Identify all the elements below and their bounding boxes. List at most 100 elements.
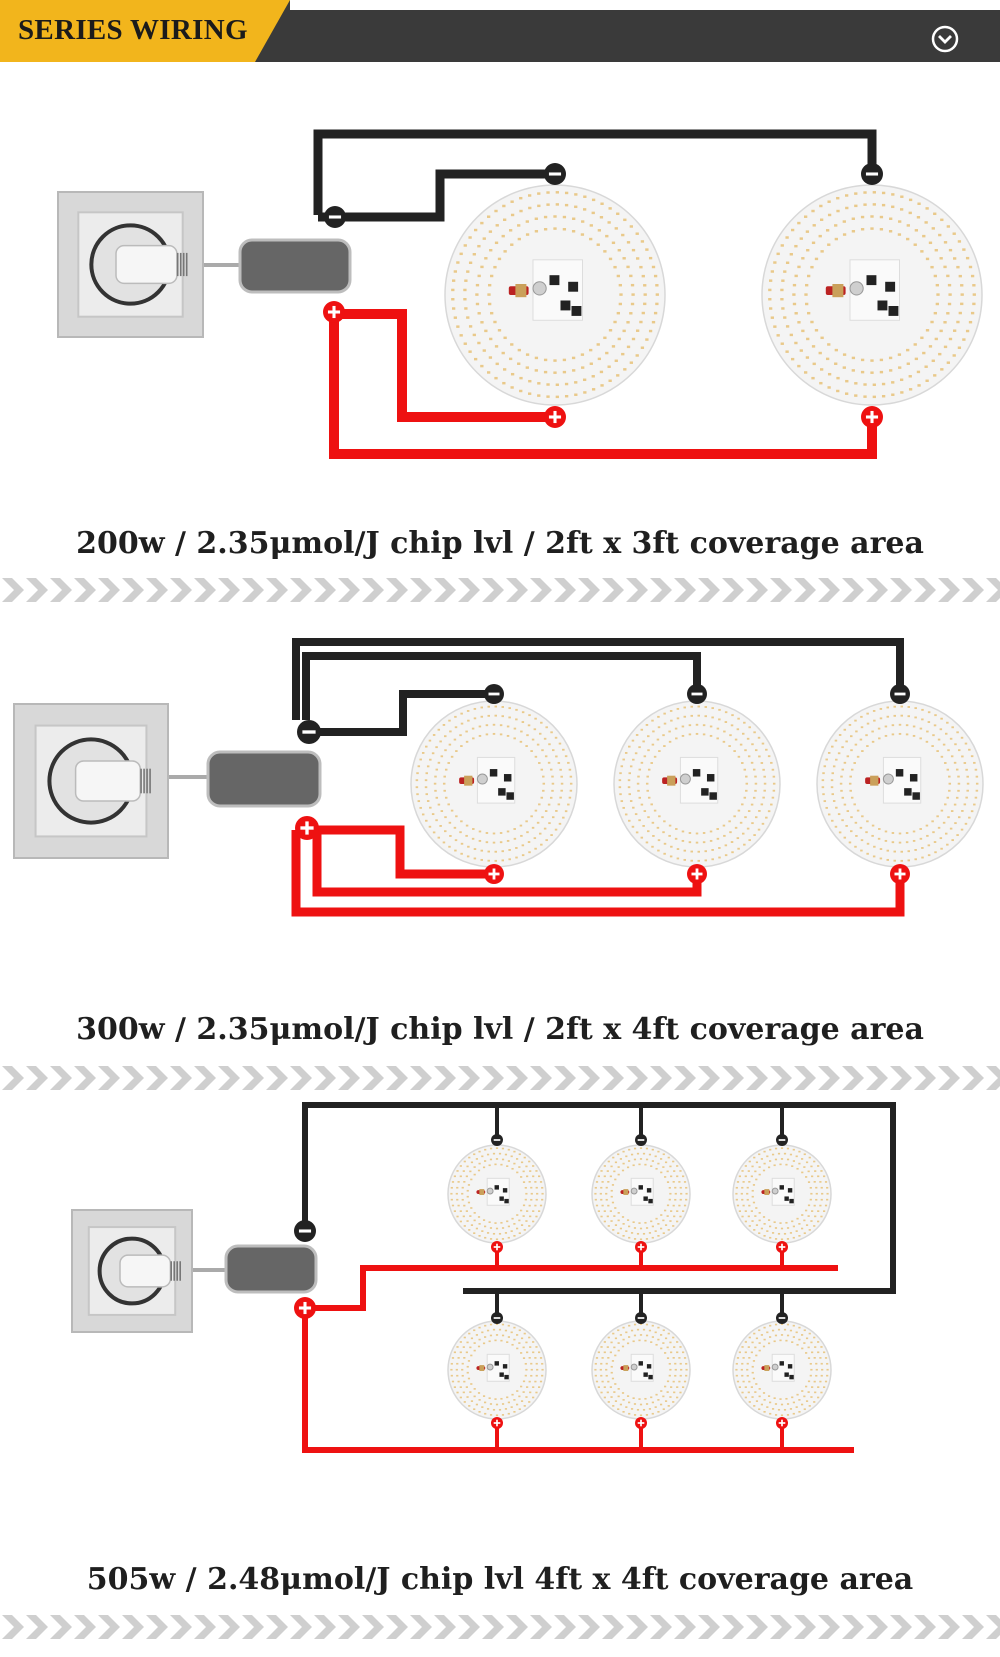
divider-chevron-icon — [122, 1615, 144, 1639]
positive-wire — [305, 1265, 838, 1311]
divider-chevron-icon — [98, 1615, 120, 1639]
divider-chevron-icon — [530, 578, 552, 602]
divider-chevron-icon — [866, 1066, 888, 1090]
divider-chevron-icon — [410, 578, 432, 602]
divider-chevron-icon — [338, 578, 360, 602]
divider-chevron-icon — [50, 1615, 72, 1639]
chevron-down-icon[interactable] — [930, 24, 960, 54]
divider-chevron-icon — [602, 578, 624, 602]
divider-chevron-icon — [554, 1066, 576, 1090]
divider-chevron-icon — [458, 1615, 480, 1639]
divider-chevron-icon — [674, 1615, 696, 1639]
negative-terminal-icon — [776, 1134, 788, 1146]
wiring-diagram-3 — [71, 1102, 896, 1453]
divider-chevron-icon — [362, 1066, 384, 1090]
negative-terminal-icon — [635, 1312, 647, 1324]
divider-chevron-icon — [146, 1066, 168, 1090]
divider-chevron-icon — [938, 578, 960, 602]
positive-terminal-icon — [295, 816, 319, 840]
divider-chevron-icon — [842, 578, 864, 602]
positive-wire — [291, 830, 905, 917]
positive-terminal-icon — [491, 1417, 503, 1429]
divider-chevron-icon — [482, 578, 504, 602]
divider-chevron-icon — [410, 1066, 432, 1090]
divider-chevron-icon — [26, 1615, 48, 1639]
divider-chevron-icon — [578, 1066, 600, 1090]
divider-chevron-icon — [26, 1066, 48, 1090]
divider-chevron-icon — [770, 1615, 792, 1639]
divider-chevron-icon — [74, 578, 96, 602]
divider-chevron-icon — [578, 1615, 600, 1639]
divider-chevron-icon — [722, 1066, 744, 1090]
divider-chevron-icon — [386, 1066, 408, 1090]
positive-wire — [317, 825, 494, 879]
wall-outlet-icon — [57, 191, 204, 338]
divider-chevron-icon — [194, 1615, 216, 1639]
led-driver — [238, 238, 352, 294]
divider-chevron-icon — [890, 578, 912, 602]
divider-chevron-icon — [434, 578, 456, 602]
divider-chevron-icon — [434, 1615, 456, 1639]
divider-chevron-icon — [266, 578, 288, 602]
positive-terminal-icon — [544, 406, 566, 428]
divider-chevron-icon — [50, 1066, 72, 1090]
divider-chevron-icon — [338, 1066, 360, 1090]
divider-chevron-icon — [842, 1615, 864, 1639]
negative-terminal-icon — [890, 684, 910, 704]
divider-chevron-icon — [770, 1066, 792, 1090]
arrow-divider-3 — [2, 1615, 1000, 1639]
divider-chevron-icon — [146, 578, 168, 602]
divider-chevron-icon — [362, 1615, 384, 1639]
led-board — [761, 184, 983, 406]
negative-wire — [318, 169, 555, 222]
divider-chevron-icon — [506, 1066, 528, 1090]
header-title: SERIES WIRING — [18, 14, 248, 46]
divider-chevron-icon — [698, 1066, 720, 1090]
section-caption-3: 505w / 2.48μmol/J chip lvl 4ft x 4ft cov… — [86, 1562, 914, 1597]
divider-chevron-icon — [602, 1066, 624, 1090]
negative-terminal-icon — [324, 206, 346, 228]
negative-terminal-icon — [544, 163, 566, 185]
diagram-section-2: 300w / 2.35μmol/J chip lvl / 2ft x 4ft c… — [0, 612, 1000, 1072]
led-board — [447, 1144, 547, 1244]
divider-chevron-icon — [938, 1615, 960, 1639]
divider-chevron-icon — [122, 1066, 144, 1090]
negative-terminal-icon — [776, 1312, 788, 1324]
divider-chevron-icon — [98, 578, 120, 602]
divider-chevron-icon — [2, 1066, 24, 1090]
negative-terminal-icon — [491, 1134, 503, 1146]
positive-terminal-icon — [484, 864, 504, 884]
led-board — [410, 700, 578, 868]
divider-chevron-icon — [698, 578, 720, 602]
divider-chevron-icon — [290, 1615, 312, 1639]
positive-terminal-icon — [776, 1417, 788, 1429]
divider-chevron-icon — [626, 578, 648, 602]
divider-chevron-icon — [746, 578, 768, 602]
divider-chevron-icon — [170, 578, 192, 602]
positive-terminal-icon — [776, 1241, 788, 1253]
divider-chevron-icon — [674, 578, 696, 602]
divider-chevron-icon — [170, 1615, 192, 1639]
divider-chevron-icon — [170, 1066, 192, 1090]
divider-chevron-icon — [362, 578, 384, 602]
divider-chevron-icon — [530, 1066, 552, 1090]
header-top-strip — [290, 0, 1000, 10]
positive-wire — [302, 1310, 854, 1453]
divider-chevron-icon — [746, 1066, 768, 1090]
divider-chevron-icon — [2, 578, 24, 602]
divider-chevron-icon — [242, 1066, 264, 1090]
negative-wire — [302, 1102, 896, 1294]
divider-chevron-icon — [218, 578, 240, 602]
divider-chevron-icon — [650, 578, 672, 602]
divider-chevron-icon — [794, 1615, 816, 1639]
led-board — [447, 1320, 547, 1420]
divider-chevron-icon — [74, 1615, 96, 1639]
divider-chevron-icon — [290, 578, 312, 602]
divider-chevron-icon — [794, 578, 816, 602]
divider-chevron-icon — [650, 1066, 672, 1090]
wiring-diagram-2 — [13, 638, 984, 917]
divider-chevron-icon — [314, 1066, 336, 1090]
diagram-section-1: 200w / 2.35μmol/J chip lvl / 2ft x 3ft c… — [0, 62, 1000, 582]
divider-chevron-icon — [98, 1066, 120, 1090]
arrow-divider-2 — [2, 1066, 1000, 1090]
